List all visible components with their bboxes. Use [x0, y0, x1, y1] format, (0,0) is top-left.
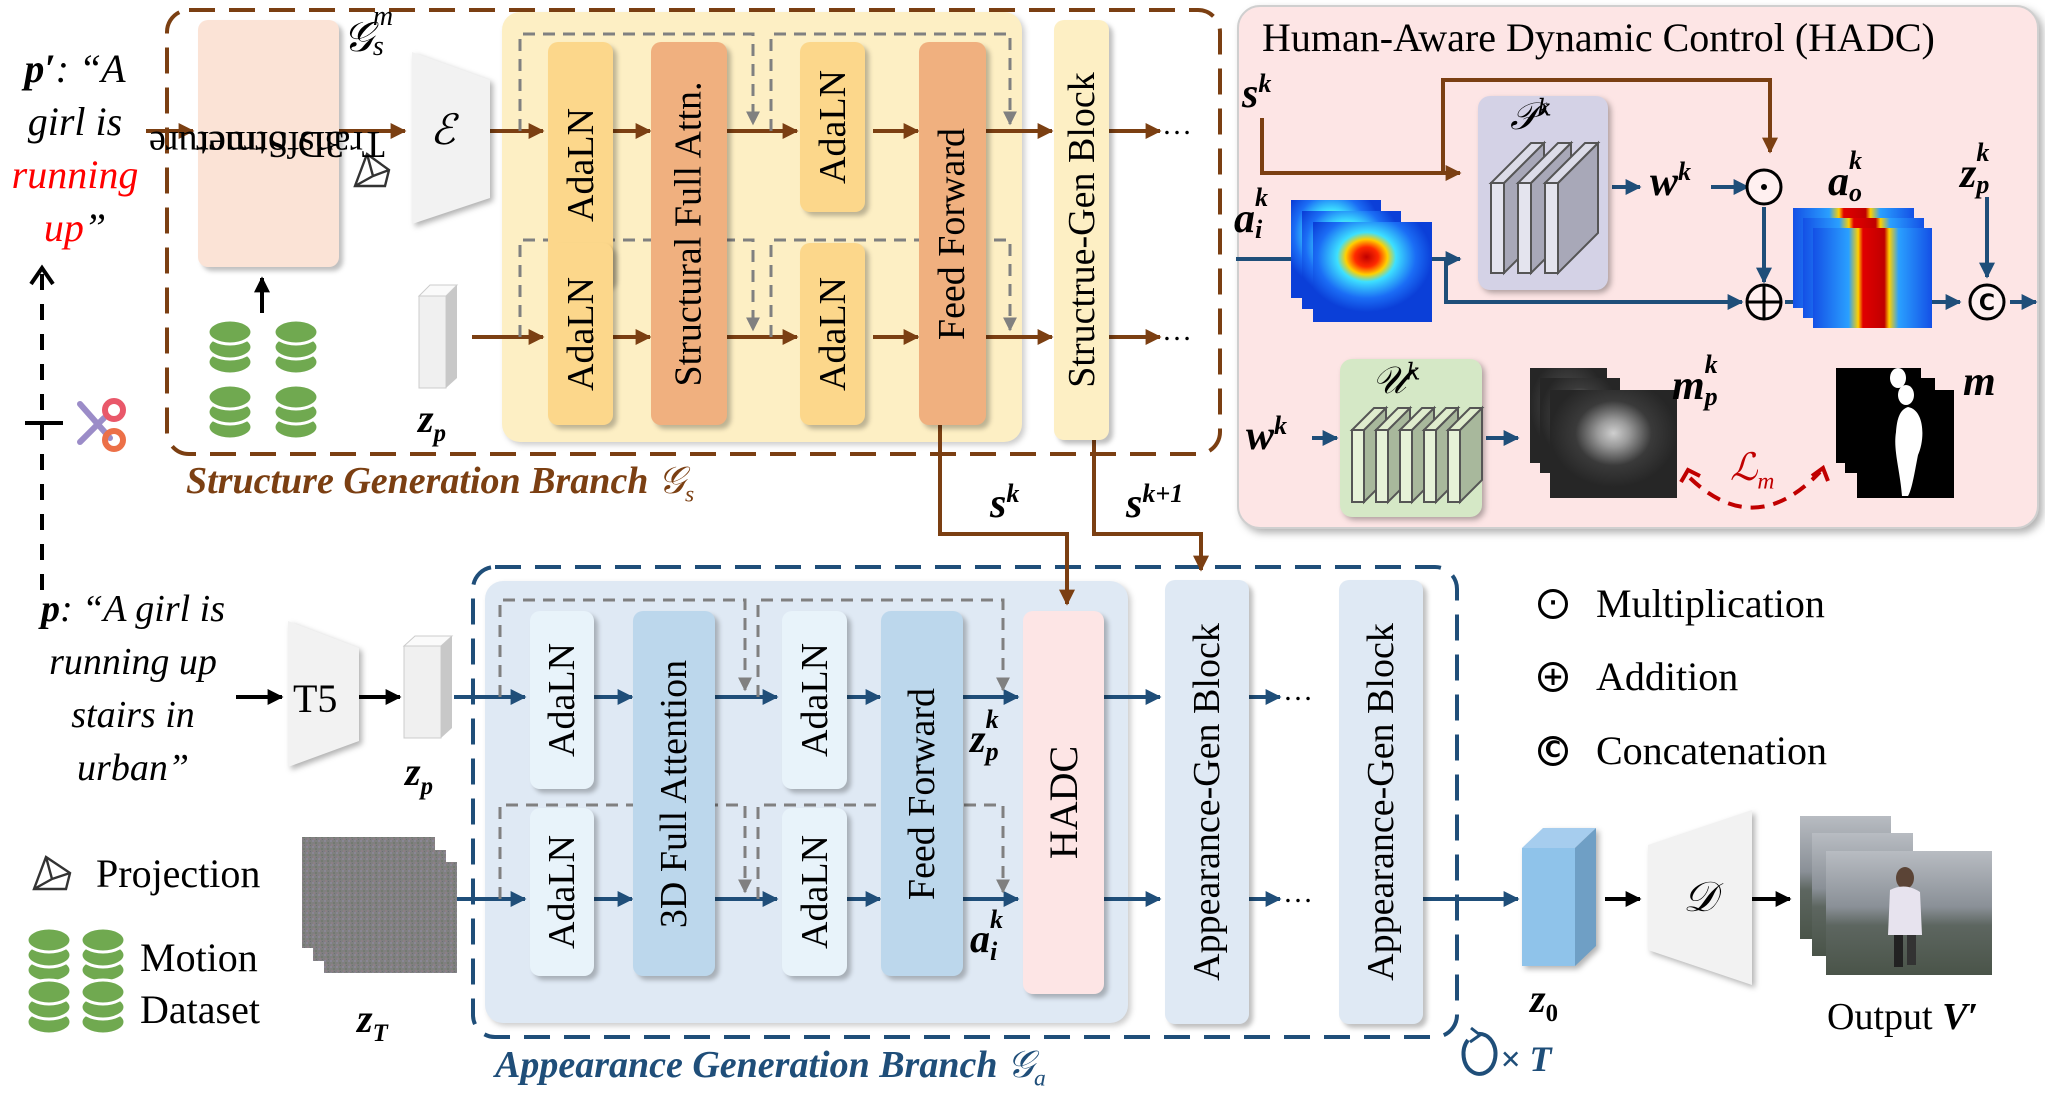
mask-m-stack [1836, 368, 1954, 498]
structure-ellipsis-top: … [1162, 108, 1192, 141]
mask-mpk-stack [1530, 368, 1677, 498]
hadc-title: Human-Aware Dynamic Control (HADC) [1262, 15, 1935, 60]
appearance-feed-forward-block: Feed Forward [881, 611, 963, 976]
encoder-shape [412, 52, 490, 224]
output-label: Output V′ [1827, 996, 1979, 1038]
structure-ellipsis-bottom: … [1162, 314, 1192, 347]
encoder-label: ℰ [430, 105, 456, 154]
structure-adaln-bottom-1: AdaLN [548, 243, 613, 425]
appearance-adaln-top-1: AdaLN [530, 611, 594, 789]
uk-filter-slab [1445, 405, 1485, 505]
appearance-branch-border [471, 565, 1459, 1039]
structure-adaln-top-2: AdaLN [800, 42, 865, 212]
appearance-gen-block-2: Appearance-Gen Block [1339, 580, 1423, 1024]
t5-shape [288, 621, 359, 767]
pk-filter-slab [1542, 140, 1601, 276]
projection-icon [353, 152, 391, 188]
original-prompt-label: p [40, 588, 60, 630]
zt-label: zT [357, 996, 388, 1047]
legend-addition: + Addition [1538, 653, 1738, 700]
appearance-adaln-bottom-1: AdaLN [530, 808, 594, 976]
sk-output-label: sk [990, 479, 1020, 527]
hadc-uk-label: 𝒰k [1372, 357, 1421, 402]
z0-cube [1522, 828, 1596, 966]
hadc-pk-label: 𝒫k [1510, 93, 1552, 138]
output-video-stack [1800, 816, 1992, 975]
motion-dataset-icon-legend [25, 926, 127, 1036]
appearance-ellipsis-top: … [1283, 674, 1313, 707]
hadc-wk2-label: wk [1246, 411, 1288, 459]
decoder-label: 𝒟 [1683, 872, 1717, 921]
add-operator [1745, 283, 1783, 321]
appearance-gen-block-1: Appearance-Gen Block [1165, 580, 1249, 1024]
database-cylinder [79, 978, 127, 1036]
appearance-adaln-bottom-2: AdaLN [782, 808, 847, 976]
structure-full-attn-block: Structural Full Attn. [651, 42, 727, 425]
zp-appearance-label: zp [405, 749, 433, 800]
original-prompt: p: “A girl is running up stairs in urban… [40, 588, 226, 789]
legend-projection: Projection [96, 851, 261, 896]
scissors-icon [77, 398, 126, 452]
heatmap-ao-stack [1793, 208, 1932, 328]
loop-icon [1461, 1031, 1498, 1076]
hadc-sk-label: sk [1242, 69, 1272, 117]
appearance-ellipsis-bottom: … [1283, 876, 1313, 909]
sk1-output-label: sk+1 [1126, 479, 1184, 527]
hadc-m-label: m [1963, 359, 1996, 405]
multiply-legend-icon: · [1538, 588, 1568, 619]
zp-structure-label: zp [418, 396, 446, 447]
structure-core-panel [502, 12, 1022, 442]
database-cylinder [25, 978, 73, 1036]
database-cylinder [272, 383, 320, 441]
appearance-full-attention-block: 3D Full Attention [633, 611, 715, 976]
hadc-block[interactable]: HADC [1023, 611, 1104, 994]
z0-label: z0 [1530, 976, 1558, 1027]
database-cylinder [25, 926, 73, 984]
legend-multiplication: · Multiplication [1538, 580, 1825, 627]
decoder-shape [1648, 810, 1752, 985]
structure-branch-title: Structure Generation Branch 𝒢s [186, 458, 695, 508]
hadc-loss-label: ℒm [1730, 445, 1775, 495]
concat-legend-icon: C [1538, 735, 1568, 766]
loop-times-label: × T [1500, 1039, 1552, 1079]
database-cylinder [79, 926, 127, 984]
database-cylinder [206, 318, 254, 376]
heatmap-ai-stack [1291, 200, 1432, 322]
t5-label: T5 [293, 676, 338, 721]
edited-word-running: running [11, 152, 139, 197]
loss-arc [1688, 470, 1822, 510]
database-cylinder [206, 383, 254, 441]
structure-adaln-bottom-2: AdaLN [800, 243, 865, 425]
concat-operator: C [1968, 283, 2006, 321]
structure-gen-block: Structrue-Gen Block [1054, 20, 1109, 440]
structure-feed-forward-block: Feed Forward [919, 42, 986, 425]
structure-branch-border [165, 8, 1222, 456]
zp-cube-appearance [402, 635, 454, 739]
svg-text:C: C [1979, 291, 1995, 316]
appearance-adaln-top-2: AdaLN [782, 611, 847, 789]
edited-word-up: up [43, 205, 84, 250]
edited-prompt-label: p′ [24, 46, 56, 91]
database-cylinder [272, 318, 320, 376]
hadc-wk-label: wk [1650, 157, 1692, 205]
motion-dataset-icon-structure [206, 318, 320, 441]
noise-zt-stack [302, 837, 457, 973]
projection-legend-icon [32, 855, 72, 891]
legend-concatenation: C Concatenation [1538, 727, 1827, 774]
legend-motion-dataset: Motion Dataset [140, 935, 260, 1032]
edited-prompt: p′: “A girl is running up” [0, 42, 150, 254]
add-legend-icon: + [1538, 661, 1568, 692]
zp-cube-structure [417, 284, 459, 389]
multiply-operator [1745, 168, 1783, 206]
appearance-branch-title: Appearance Generation Branch 𝒢a [495, 1042, 1046, 1092]
